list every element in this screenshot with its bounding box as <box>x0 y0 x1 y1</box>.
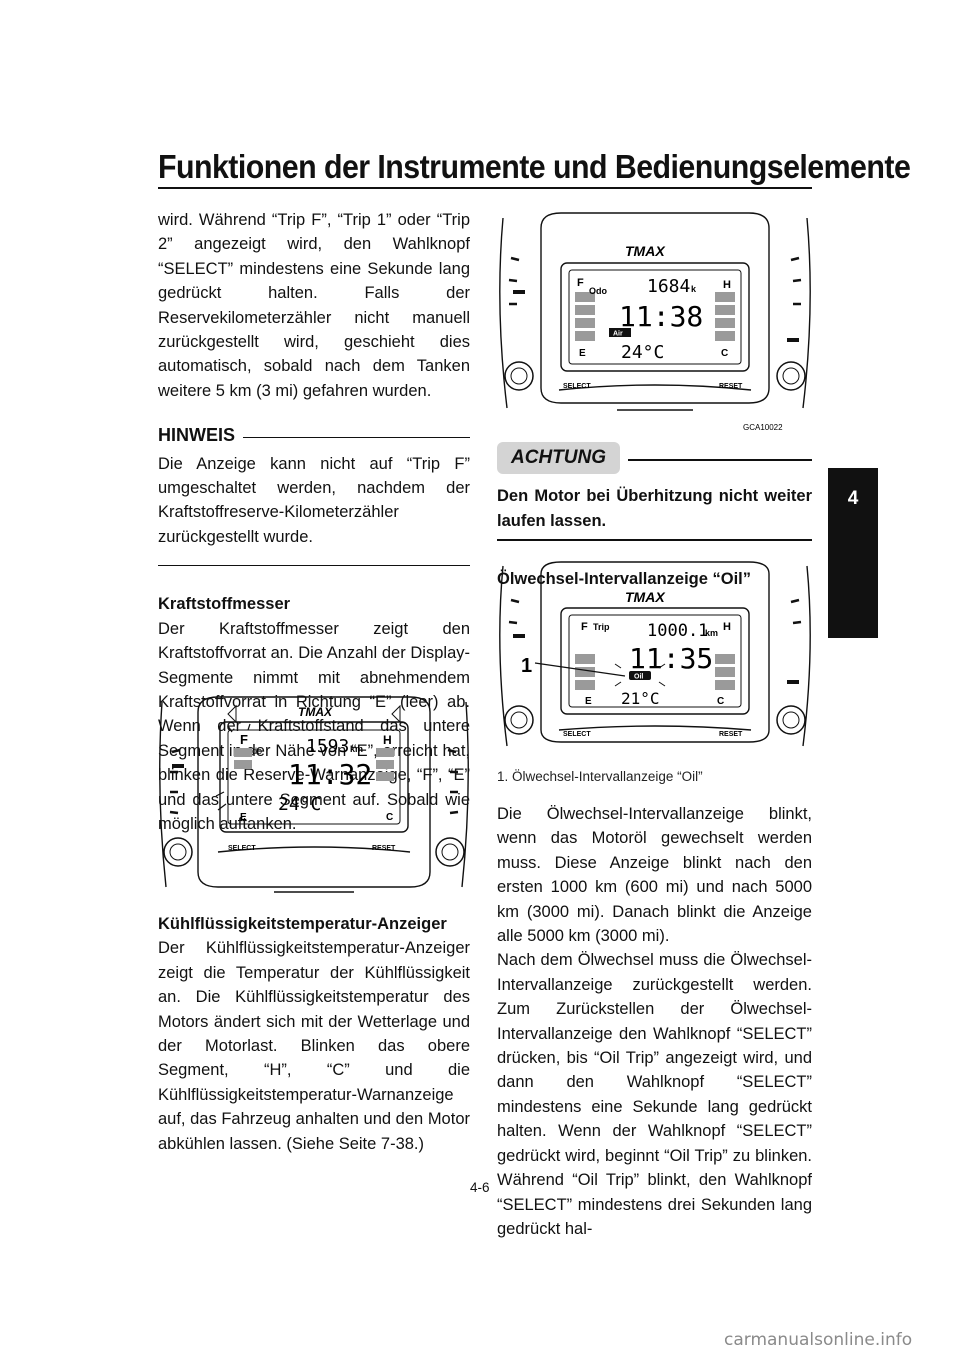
caution-heading-row: ACHTUNG <box>497 442 812 475</box>
dash-air-indicator: Air <box>613 331 623 338</box>
dash-odo-label: Trip <box>593 622 610 632</box>
dash-temp: 24°C <box>621 342 664 363</box>
dash-odo-unit: km <box>705 628 718 638</box>
oil-figure-caption: 1. Ölwechsel-Intervallanzeige “Oil” <box>497 769 703 784</box>
oil-text: Die Ölwechsel-Intervallanzeige blinkt, w… <box>497 805 812 1238</box>
note-heading-row: HINWEIS <box>158 423 470 447</box>
dash-c-label: C <box>721 348 728 359</box>
coolant-heading: Kühlflüssigkeitstemperatur-Anzeiger <box>158 915 447 933</box>
dash-temp: 21°C <box>621 689 660 708</box>
dash-odo-value: 1000.1 <box>647 621 708 641</box>
dash-h-label: H <box>383 733 392 747</box>
dash-reset-label: RESET <box>719 383 743 390</box>
dash-f-label: F <box>240 732 248 747</box>
caution-box: ACHTUNG Den Motor bei Überhitzung nicht … <box>497 434 812 591</box>
oil-section: 1. Ölwechsel-Intervallanzeige “Oil” Die … <box>497 768 812 1241</box>
dash-brand-logo: TMAX <box>625 589 666 605</box>
dash-reset-label: RESET <box>719 731 743 738</box>
page-number: 4-6 <box>470 1180 490 1195</box>
dash-reset-label: RESET <box>372 845 396 852</box>
chapter-tab: 4 <box>828 468 878 638</box>
caution-text: Den Motor bei Überhitzung nicht weiter l… <box>497 487 812 530</box>
dash-clock: 11:38 <box>619 300 703 333</box>
dash-select-label: SELECT <box>563 383 591 390</box>
left-column: wird. Während “Trip F”, “Trip 1” oder “T… <box>158 208 470 836</box>
dash-f-label: F <box>581 621 588 633</box>
dash-odo-value: 1684 <box>647 276 690 297</box>
dash-odo-label: Odo <box>589 286 607 296</box>
coolant-text: Der Kühlflüssigkeitstemperatur-Anzeiger … <box>158 939 470 1153</box>
dash-e-label: E <box>585 696 592 707</box>
dash-odo-unit: km <box>350 744 363 754</box>
watermark[interactable]: carmanualsonline.info <box>724 1330 913 1350</box>
fuel-gauge-dashboard-illustration: TMAX F do 1593 km H 11:32 24°C E C SELEC… <box>159 696 469 893</box>
oil-blink-rays <box>614 663 666 687</box>
dash-c-label: C <box>717 696 724 707</box>
caution-badge: ACHTUNG <box>497 442 620 475</box>
oil-change-dashboard-illustration: TMAX F Trip 1000.1 km H 11:35 Oil 1 21°C… <box>499 561 811 747</box>
dash-h-label: H <box>723 279 731 291</box>
dash-c-label: C <box>386 812 393 823</box>
dash-brand-logo: TMAX <box>298 705 333 719</box>
dash-temp: 24°C <box>278 794 321 815</box>
coolant-section: Kühlflüssigkeitstemperatur-Anzeiger Der … <box>158 912 470 1156</box>
note-bottom-rule <box>158 565 470 567</box>
coolant-temperature-dashboard-illustration: TMAX F Odo 1684 k H 11:38 Air 24°C E C S… <box>499 212 811 432</box>
dash-odo-label: do <box>252 746 262 756</box>
dash-f-label: F <box>577 277 584 289</box>
intro-paragraph: wird. Während “Trip F”, “Trip 1” oder “T… <box>158 211 470 400</box>
note-heading: HINWEIS <box>158 425 236 446</box>
dash-e-label: E <box>579 348 586 359</box>
figure-code: GCA10022 <box>743 423 783 432</box>
header-rule <box>158 187 812 189</box>
caution-bottom-rule <box>497 539 812 541</box>
page-header-title: Funktionen der Instrumente und Bedienung… <box>158 148 911 185</box>
note-heading-rule <box>243 436 470 439</box>
oil-heading: Ölwechsel-Intervallanzeige “Oil” <box>497 569 752 588</box>
dash-odo-unit: k <box>691 284 697 294</box>
caution-heading-rule <box>628 459 812 461</box>
dash-select-label: SELECT <box>228 845 256 852</box>
blink-rays <box>215 723 251 811</box>
note-box: HINWEIS Die Anzeige kann nicht auf “Trip… <box>158 423 470 567</box>
note-text: Die Anzeige kann nicht auf “Trip F” umge… <box>158 454 470 546</box>
dash-e-label: E <box>240 812 247 823</box>
callout-number: 1 <box>521 655 532 677</box>
dash-h-label: H <box>723 621 731 633</box>
dash-clock: 11:35 <box>629 642 713 675</box>
dash-odo-value: 1593 <box>306 736 349 757</box>
dash-oil-indicator: Oil <box>634 674 643 681</box>
dash-brand-logo: TMAX <box>625 243 666 259</box>
dash-clock: 11:32 <box>288 758 372 791</box>
dash-select-label: SELECT <box>563 731 591 738</box>
fuel-heading: Kraftstoffmesser <box>158 595 291 614</box>
callout-leader <box>534 662 626 677</box>
